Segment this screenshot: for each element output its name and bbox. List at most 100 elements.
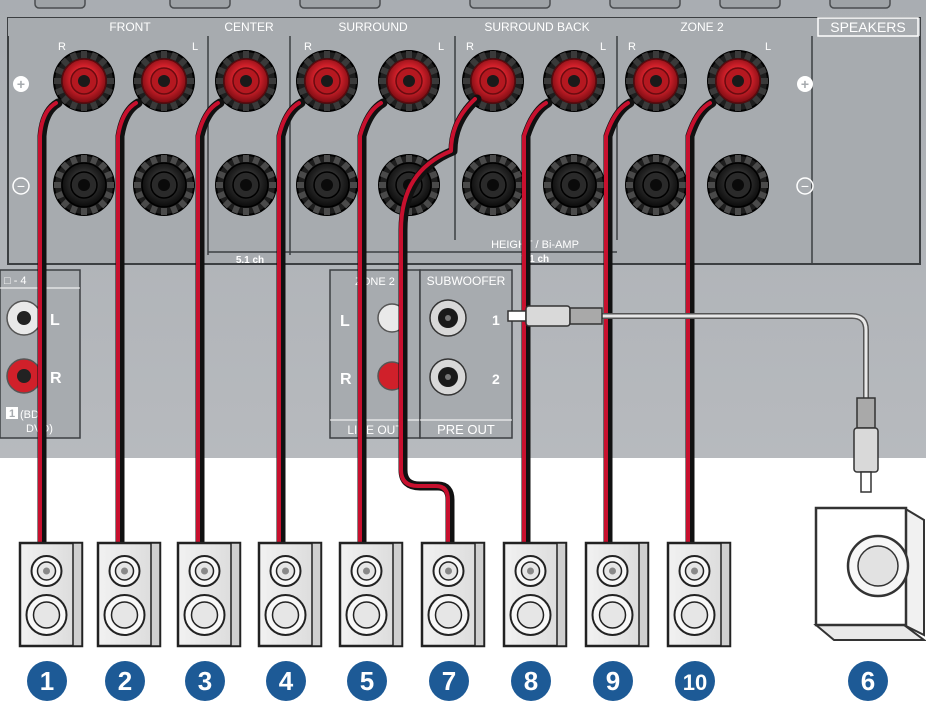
speaker-number-2: 2 — [118, 666, 132, 696]
zone-lineout-bottom: LINE OUT — [347, 423, 403, 437]
speaker-terminal-negative-7[interactable] — [543, 154, 605, 216]
speaker-terminal-negative-1[interactable] — [53, 154, 115, 216]
group-label-front: FRONT — [109, 20, 151, 34]
input-number-box — [6, 407, 18, 419]
tweeter-icon — [350, 555, 383, 587]
minus-marker-right — [796, 177, 814, 195]
subwoofer-pre-out-block: SUBWOOFER 1 2 PRE OUT — [419, 269, 513, 439]
speaker-number-badges: 1 2 3 4 5 7 8 9 10 6 — [27, 661, 888, 701]
speaker-cable-2 — [115, 98, 143, 548]
plus-marker-right — [797, 76, 813, 92]
channel-label-sback-r: R — [466, 41, 474, 53]
speaker-number-7: 7 — [442, 666, 456, 696]
tweeter-icon — [188, 555, 221, 587]
input-label-r: R — [50, 370, 62, 387]
group-label-surround-back: SURROUND BACK — [484, 20, 589, 34]
speaker-number-badge-9: 9 — [593, 661, 633, 701]
speaker-terminal-positive-8[interactable] — [625, 50, 687, 112]
speaker-box-8 — [584, 541, 650, 648]
woofer-icon — [25, 594, 68, 636]
speaker-terminal-positive-4[interactable] — [296, 50, 358, 112]
woofer-icon — [345, 594, 388, 636]
input-label-top: □ - 4 — [4, 275, 27, 287]
rca-plug-tip — [507, 310, 527, 322]
speaker-number-1: 1 — [40, 666, 54, 696]
group-label-surround: SURROUND — [338, 20, 408, 34]
subwoofer-label-2: 2 — [492, 371, 500, 387]
speaker-cable-1 — [37, 98, 63, 548]
speaker-cable-8 — [603, 98, 635, 548]
speaker-terminal-positive-5[interactable] — [378, 50, 440, 112]
speaker-terminal-negative-8[interactable] — [625, 154, 687, 216]
speaker-terminal-positive-9[interactable] — [707, 50, 769, 112]
input-number: 1 — [9, 408, 15, 420]
speaker-cable-5 — [357, 98, 388, 548]
speaker-box-1 — [18, 541, 84, 648]
label-5-1-ch: 5.1 ch — [236, 255, 264, 266]
top-tabs — [34, 0, 891, 9]
preout-label: PRE OUT — [437, 422, 495, 437]
plus-marker-left — [13, 76, 29, 92]
subwoofer-cable — [507, 305, 879, 493]
speaker-terminal-negative-6[interactable] — [462, 154, 524, 216]
woofer-icon — [183, 594, 226, 636]
woofer-icon — [103, 594, 146, 636]
channel-label-zone2-l: L — [765, 41, 771, 53]
speaker-terminal-negative-4[interactable] — [296, 154, 358, 216]
speakers-label-box — [817, 17, 919, 37]
rca-plug-grip — [569, 307, 603, 325]
channel-label-surround-l: L — [438, 41, 444, 53]
speaker-box-5 — [338, 541, 404, 648]
speaker-terminal-negative-2[interactable] — [133, 154, 195, 216]
speaker-box-4 — [257, 541, 323, 648]
speakers-label: SPEAKERS — [830, 19, 905, 35]
subwoofer-label-1: 1 — [492, 312, 500, 328]
group-label-zone2: ZONE 2 — [680, 20, 724, 34]
channel-label-zone2-r: R — [628, 41, 636, 53]
speaker-cable-3 — [195, 98, 225, 548]
channel-label-front-r: R — [58, 41, 66, 53]
speaker-number-8: 8 — [524, 666, 538, 696]
speaker-box-3 — [176, 541, 242, 648]
tweeter-icon — [596, 555, 629, 587]
polarity-markers: + + − − — [12, 76, 814, 195]
rear-panel: FRONT CENTER SURROUND SURROUND BACK ZONE… — [0, 0, 926, 458]
channel-labels: R L R L R L R L — [58, 41, 771, 53]
speaker-number-badge-1: 1 — [27, 661, 67, 701]
woofer-icon — [509, 594, 552, 636]
speaker-terminal-negative-3[interactable] — [215, 154, 277, 216]
speaker-terminal-positive-7[interactable] — [543, 50, 605, 112]
speaker-terminal-positive-3[interactable] — [215, 50, 277, 112]
speaker-box-6 — [420, 541, 486, 648]
speaker-terminal-negative-9[interactable] — [707, 154, 769, 216]
speaker-number-badge-4: 4 — [266, 661, 306, 701]
speaker-terminal-positive-2[interactable] — [133, 50, 195, 112]
speaker-cable-4 — [276, 98, 306, 548]
rca-plug-sub-body — [853, 427, 879, 473]
tweeter-icon — [432, 555, 465, 587]
speaker-number-badge-8: 8 — [511, 661, 551, 701]
woofer-icon — [264, 594, 307, 636]
channel-label-front-l: L — [192, 41, 198, 53]
tweeter-icon — [30, 555, 63, 587]
zone-lineout-l: L — [340, 313, 350, 330]
speaker-number-badge-3: 3 — [185, 661, 225, 701]
tweeter-icon — [514, 555, 547, 587]
subwoofer-unit — [813, 506, 926, 641]
channel-label-surround-r: R — [304, 41, 312, 53]
label-7-1-ch: 7.1 ch — [521, 254, 549, 265]
speaker-number-5: 5 — [360, 666, 374, 696]
rca-plug-sub-grip — [856, 397, 876, 429]
rca-plug-body — [525, 305, 571, 327]
speaker-number-4: 4 — [279, 666, 294, 696]
speaker-cable-9 — [685, 98, 717, 548]
speaker-number-10: 10 — [683, 670, 707, 695]
speaker-number-6: 6 — [861, 666, 875, 696]
subwoofer-title: SUBWOOFER — [427, 274, 506, 288]
zone-lineout-r: R — [340, 371, 352, 388]
speaker-number-badge-6: 6 — [848, 661, 888, 701]
speaker-terminal-block — [7, 17, 921, 265]
speaker-terminal-positive-1[interactable] — [53, 50, 115, 112]
speaker-box-2 — [96, 541, 162, 648]
